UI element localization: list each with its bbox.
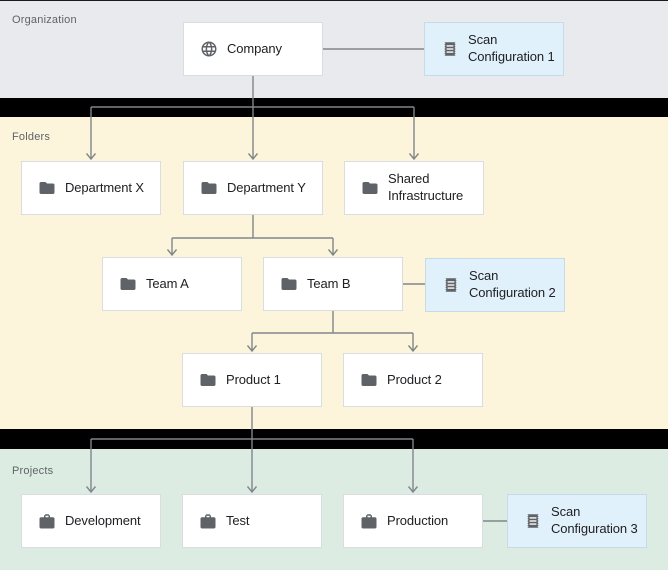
node-label: Product 2 [387,371,442,387]
node-test: Test [182,494,322,548]
node-label: Development [65,512,141,528]
node-department-x: Department X [21,161,161,215]
folder-icon [199,371,217,389]
node-label: Department X [65,179,145,195]
node-label: Team A [146,275,189,291]
node-label: Shared Infrastructure [388,171,464,203]
node-label: Scan Configuration 1 [468,32,555,64]
node-team-a: Team A [102,257,242,311]
node-scan-configuration-2: Scan Configuration 2 [425,258,565,312]
node-label: Scan Configuration 3 [551,504,638,536]
folder-icon [38,179,56,197]
folder-icon [280,275,298,293]
folder-icon [361,179,379,197]
receipt-icon [441,40,459,58]
briefcase-icon [199,512,217,530]
node-label: Product 1 [226,371,281,387]
briefcase-icon [38,512,56,530]
node-company: Company [183,22,323,76]
globe-icon [200,40,218,58]
folders-label: Folders [12,131,51,143]
node-product-2: Product 2 [343,353,483,407]
node-label: Company [227,40,282,56]
node-shared-infrastructure: Shared Infrastructure [344,161,484,215]
folder-icon [119,275,137,293]
node-team-b: Team B [263,257,403,311]
node-scan-configuration-1: Scan Configuration 1 [424,22,564,76]
receipt-icon [524,512,542,530]
node-label: Scan Configuration 2 [469,268,556,300]
node-label: Department Y [227,179,306,195]
node-label: Team B [307,275,351,291]
briefcase-icon [360,512,378,530]
node-department-y: Department Y [183,161,323,215]
arrowheads [85,153,420,494]
node-label: Production [387,512,449,528]
node-development: Development [21,494,161,548]
receipt-icon [442,276,460,294]
node-scan-configuration-3: Scan Configuration 3 [507,494,647,548]
node-product-1: Product 1 [182,353,322,407]
organization-label: Organization [12,14,77,26]
projects-label: Projects [12,465,54,477]
node-label: Test [226,512,250,528]
folder-icon [200,179,218,197]
node-production: Production [343,494,483,548]
folder-icon [360,371,378,389]
